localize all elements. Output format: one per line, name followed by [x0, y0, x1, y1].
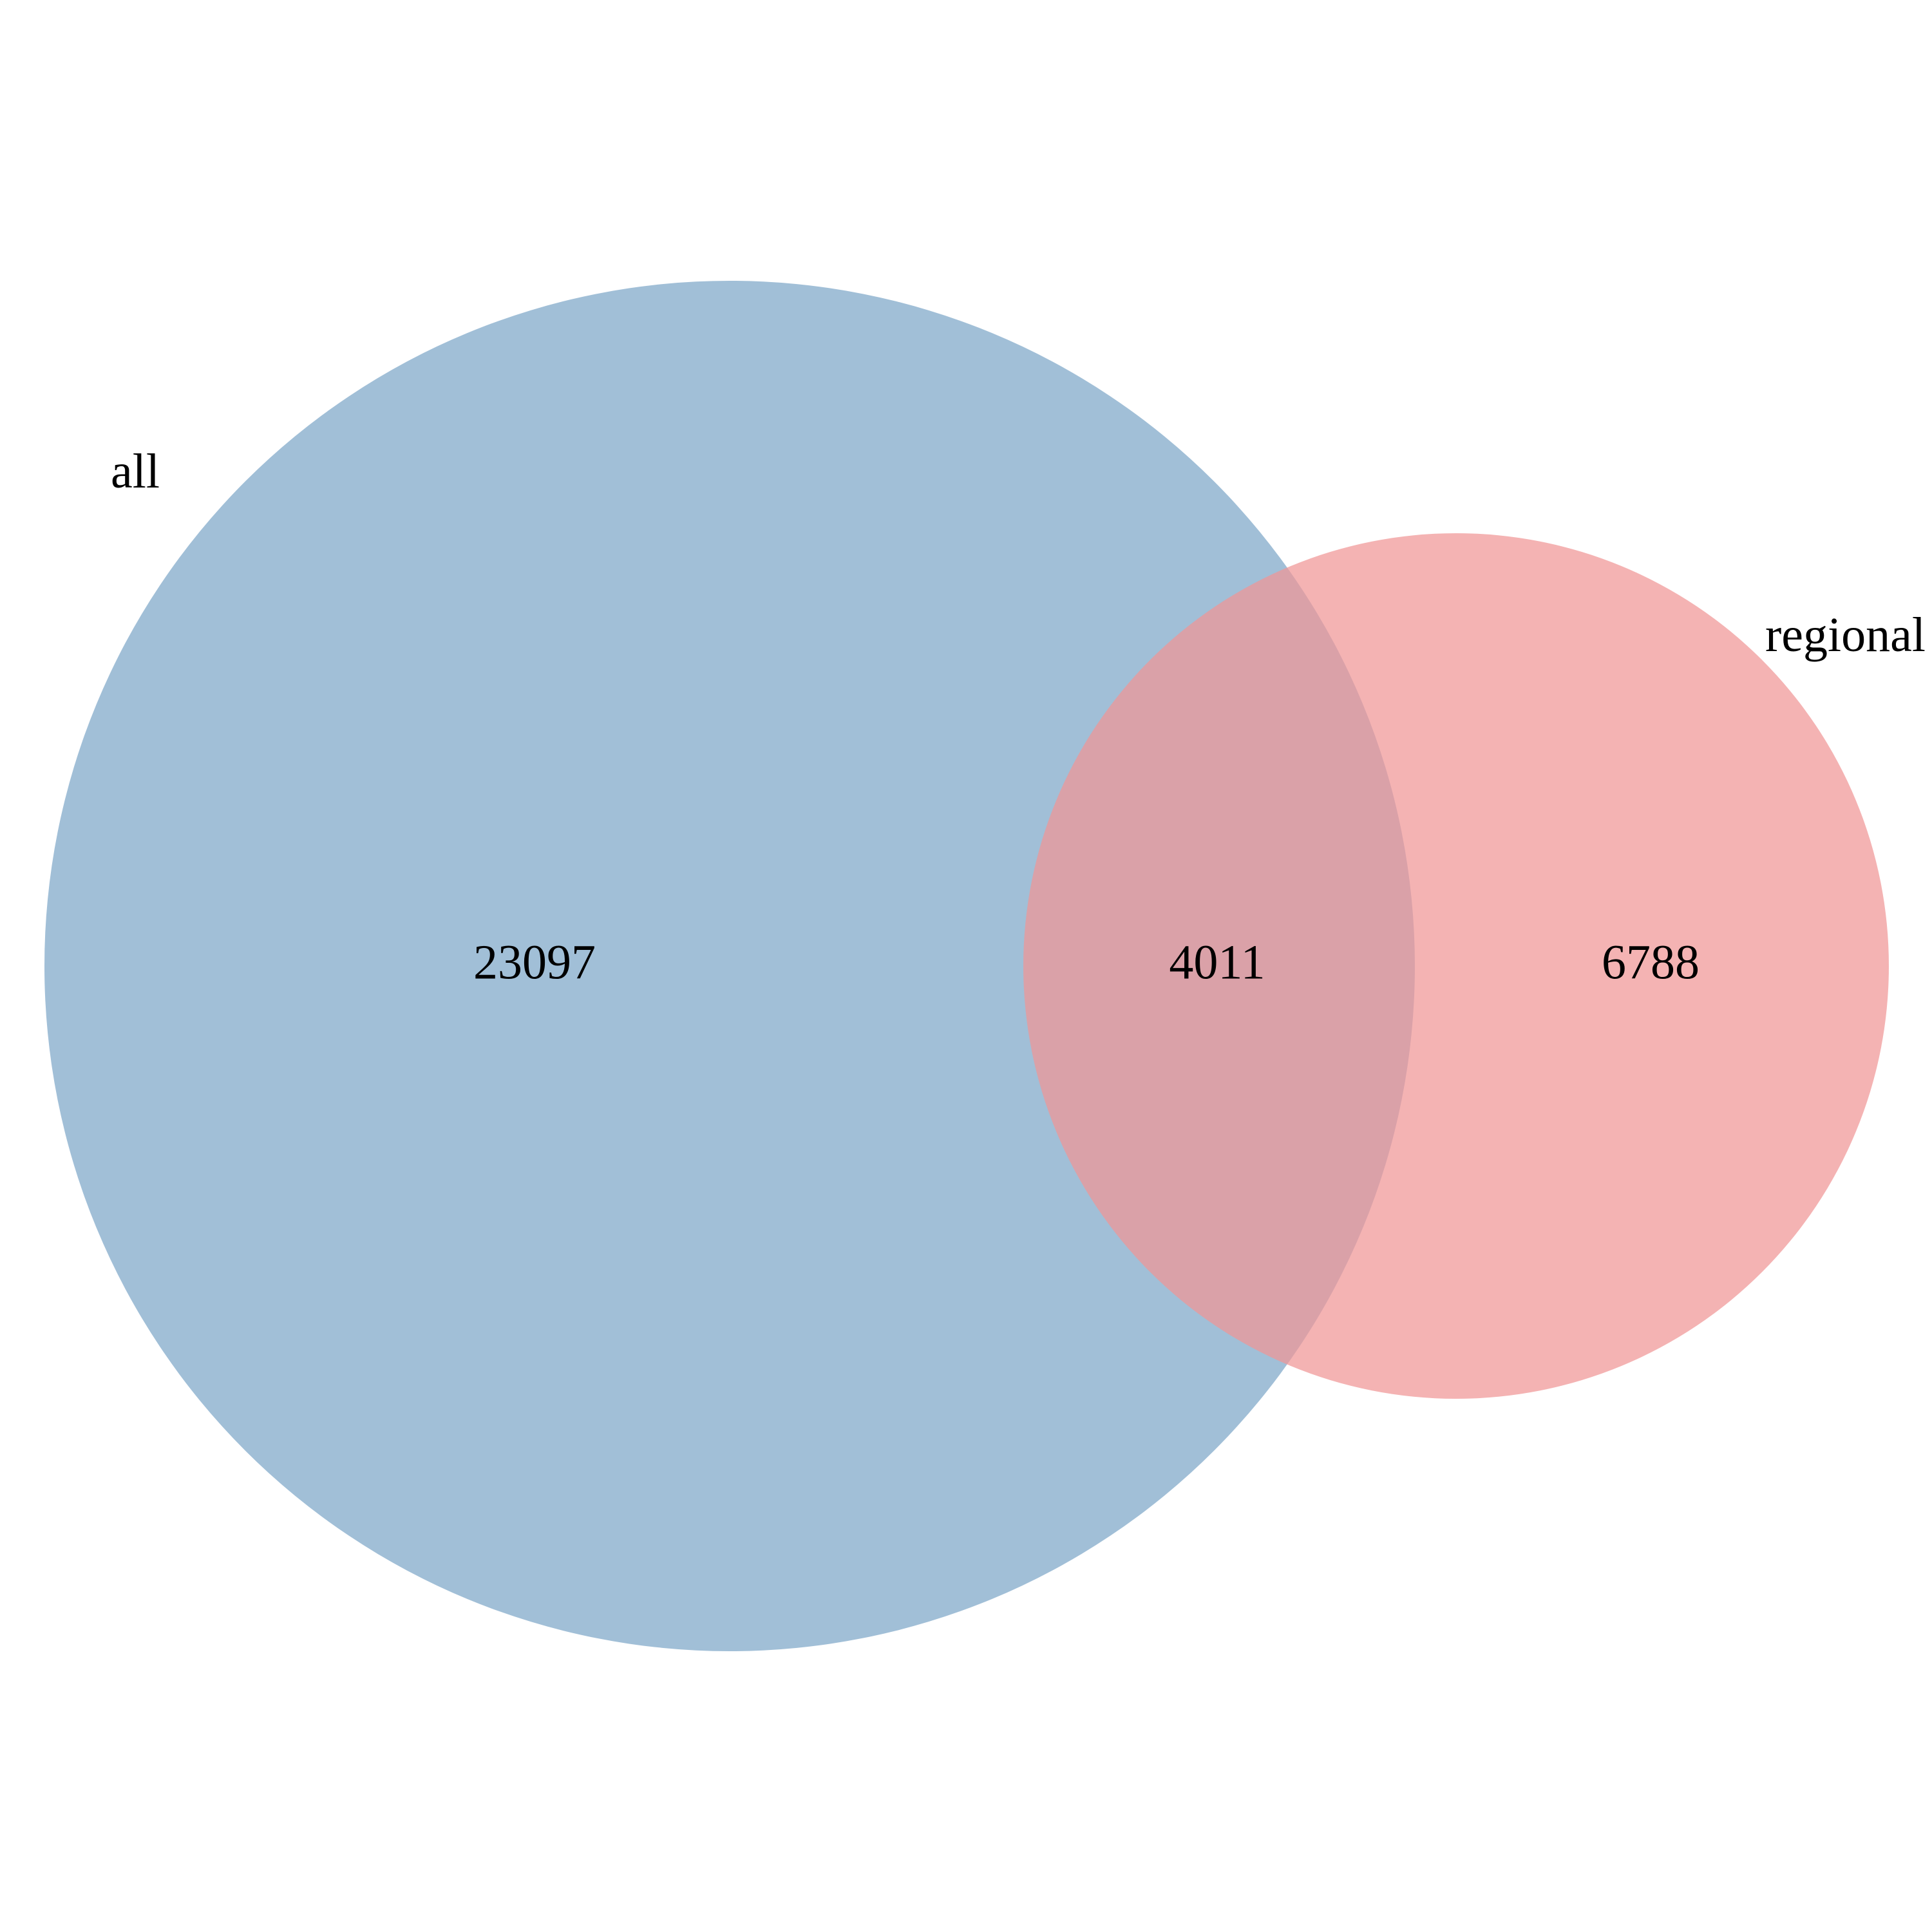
set-circle-all [44, 281, 1415, 1651]
set-label-all: all [111, 444, 160, 498]
count-regional-only: 6788 [1602, 935, 1700, 989]
set-label-regional: regional [1765, 608, 1926, 662]
set-circle-regional [1023, 533, 1889, 1399]
count-intersection: 4011 [1169, 935, 1265, 989]
count-all-only: 23097 [473, 935, 596, 989]
